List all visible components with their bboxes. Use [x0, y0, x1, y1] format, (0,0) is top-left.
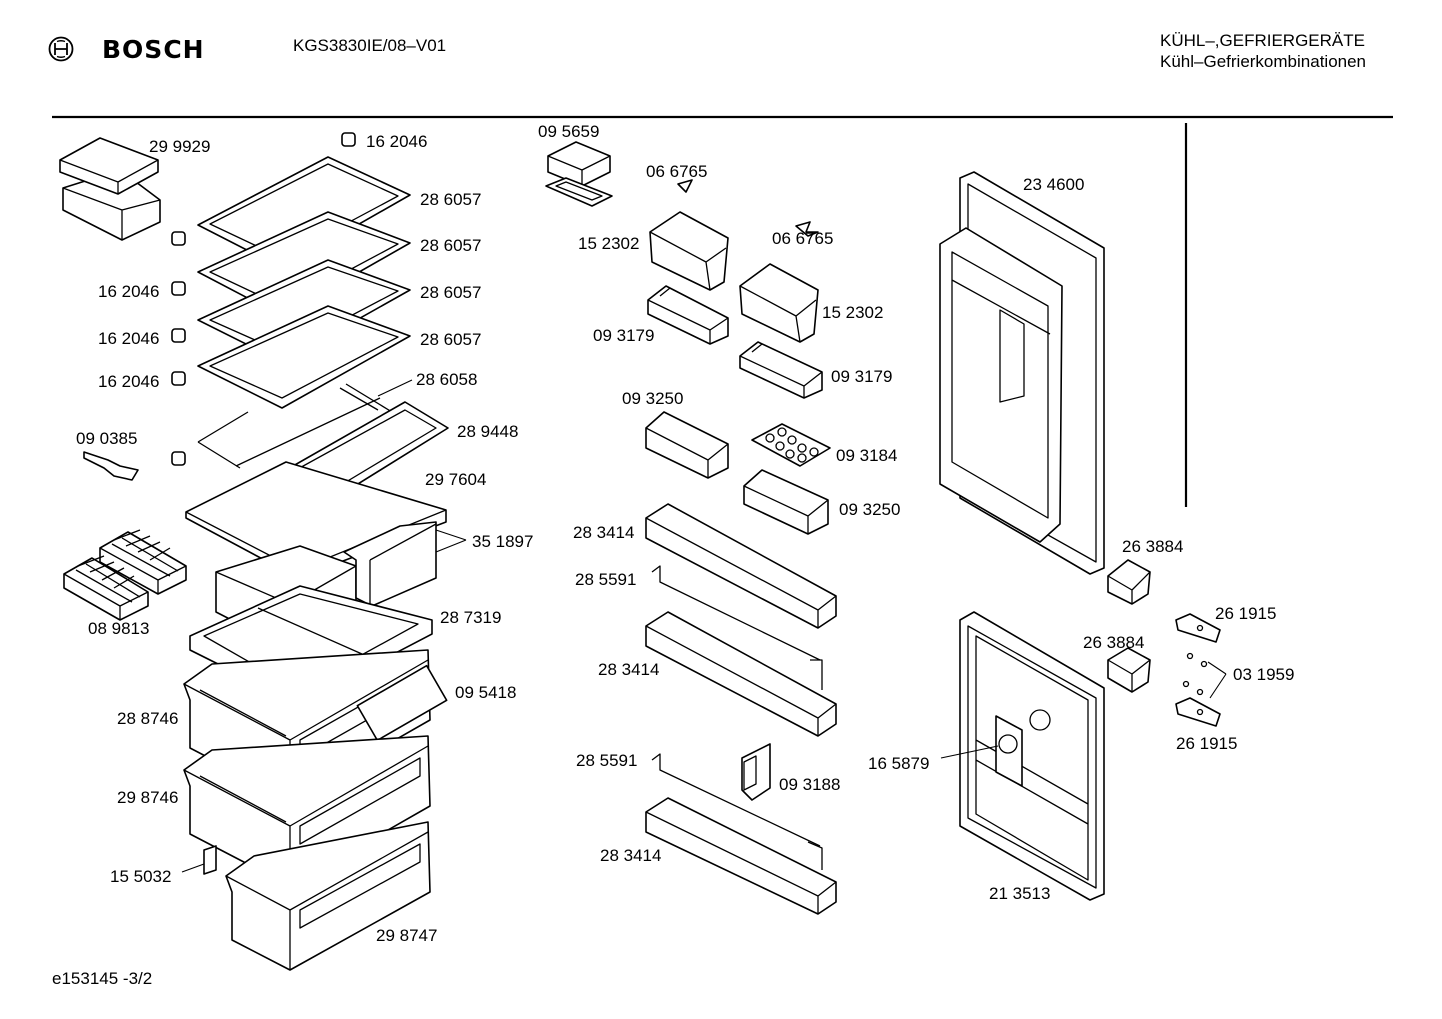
part-label: 28 3414 [598, 660, 659, 679]
part-label: 28 3414 [573, 523, 634, 542]
part-label: 29 9929 [149, 137, 210, 156]
part-door-bins-small [645, 285, 829, 535]
part-door-hinges [1107, 559, 1151, 693]
part-label: 28 6058 [416, 370, 477, 389]
part-label: 29 8747 [376, 926, 437, 945]
part-freezer-drawers [183, 649, 448, 971]
part-bar-retainers [651, 565, 821, 847]
part-label: 26 1915 [1176, 734, 1237, 753]
brand-name: BOSCH [102, 35, 205, 64]
part-fridge-door [939, 171, 1105, 575]
part-label: 09 3179 [831, 367, 892, 386]
part-label: 28 6057 [420, 190, 481, 209]
part-label: 16 2046 [98, 329, 159, 348]
part-butter-compartment [545, 141, 613, 207]
part-label: 23 4600 [1023, 175, 1084, 194]
part-label: 28 6057 [420, 330, 481, 349]
part-label: 09 3184 [836, 446, 897, 465]
part-butter-dish [59, 137, 161, 241]
part-label: 28 9448 [457, 422, 518, 441]
drawing-reference: e153145 -3/2 [52, 969, 153, 988]
part-label: 28 3414 [600, 846, 661, 865]
leader-lines [181, 379, 1227, 873]
part-label: 26 3884 [1122, 537, 1183, 556]
part-label: 28 6057 [420, 283, 481, 302]
part-hinge-brackets [1175, 613, 1221, 727]
part-label: 16 5879 [868, 754, 929, 773]
part-label: 16 2046 [366, 132, 427, 151]
part-ice-trays [63, 529, 187, 621]
part-label: 29 7604 [425, 470, 486, 489]
part-door-bins-large [645, 503, 837, 915]
part-label: 09 3250 [622, 389, 683, 408]
part-label: 15 2302 [578, 234, 639, 253]
part-shelf-supports [171, 132, 356, 466]
part-label: 28 7319 [440, 608, 501, 627]
part-label: 09 3179 [593, 326, 654, 345]
part-label: 08 9813 [88, 619, 149, 638]
part-label: 29 8746 [117, 788, 178, 807]
part-small-flap [203, 845, 217, 875]
part-label: 26 3884 [1083, 633, 1144, 652]
part-label: 09 5659 [538, 122, 599, 141]
part-label: 06 6765 [646, 162, 707, 181]
part-clip [741, 743, 771, 801]
part-label: 09 3188 [779, 775, 840, 794]
part-label: 09 0385 [76, 429, 137, 448]
bosch-logo-icon [48, 36, 74, 62]
part-label: 15 2302 [822, 303, 883, 322]
part-label: 16 2046 [98, 282, 159, 301]
part-glass-shelves [197, 156, 411, 409]
part-label: 03 1959 [1233, 665, 1294, 684]
part-scoop [83, 451, 139, 481]
category-subtitle: Kühl–Gefrierkombinationen [1160, 52, 1367, 71]
part-shelf-frame [197, 383, 393, 469]
part-label: 21 3513 [989, 884, 1050, 903]
category-title: KÜHL–,GEFRIERGERÄTE [1160, 31, 1365, 50]
part-label: 35 1897 [472, 532, 533, 551]
part-label: 28 5591 [575, 570, 636, 589]
part-freezer-door [959, 611, 1105, 901]
part-label: 06 6765 [772, 229, 833, 248]
part-door-flaps [649, 211, 819, 343]
model-number: KGS3830IE/08–V01 [293, 36, 447, 55]
part-egg-tray [751, 423, 831, 467]
part-label: 28 5591 [576, 751, 637, 770]
part-label: 09 3250 [839, 500, 900, 519]
part-label: 15 5032 [110, 867, 171, 886]
part-label: 16 2046 [98, 372, 159, 391]
part-label: 28 6057 [420, 236, 481, 255]
part-label: 26 1915 [1215, 604, 1276, 623]
part-pins [677, 179, 819, 237]
part-label: 09 5418 [455, 683, 516, 702]
part-number-labels: 29 9929 16 2046 28 6057 28 6057 16 2046 … [76, 122, 1294, 945]
part-label: 28 8746 [117, 709, 178, 728]
